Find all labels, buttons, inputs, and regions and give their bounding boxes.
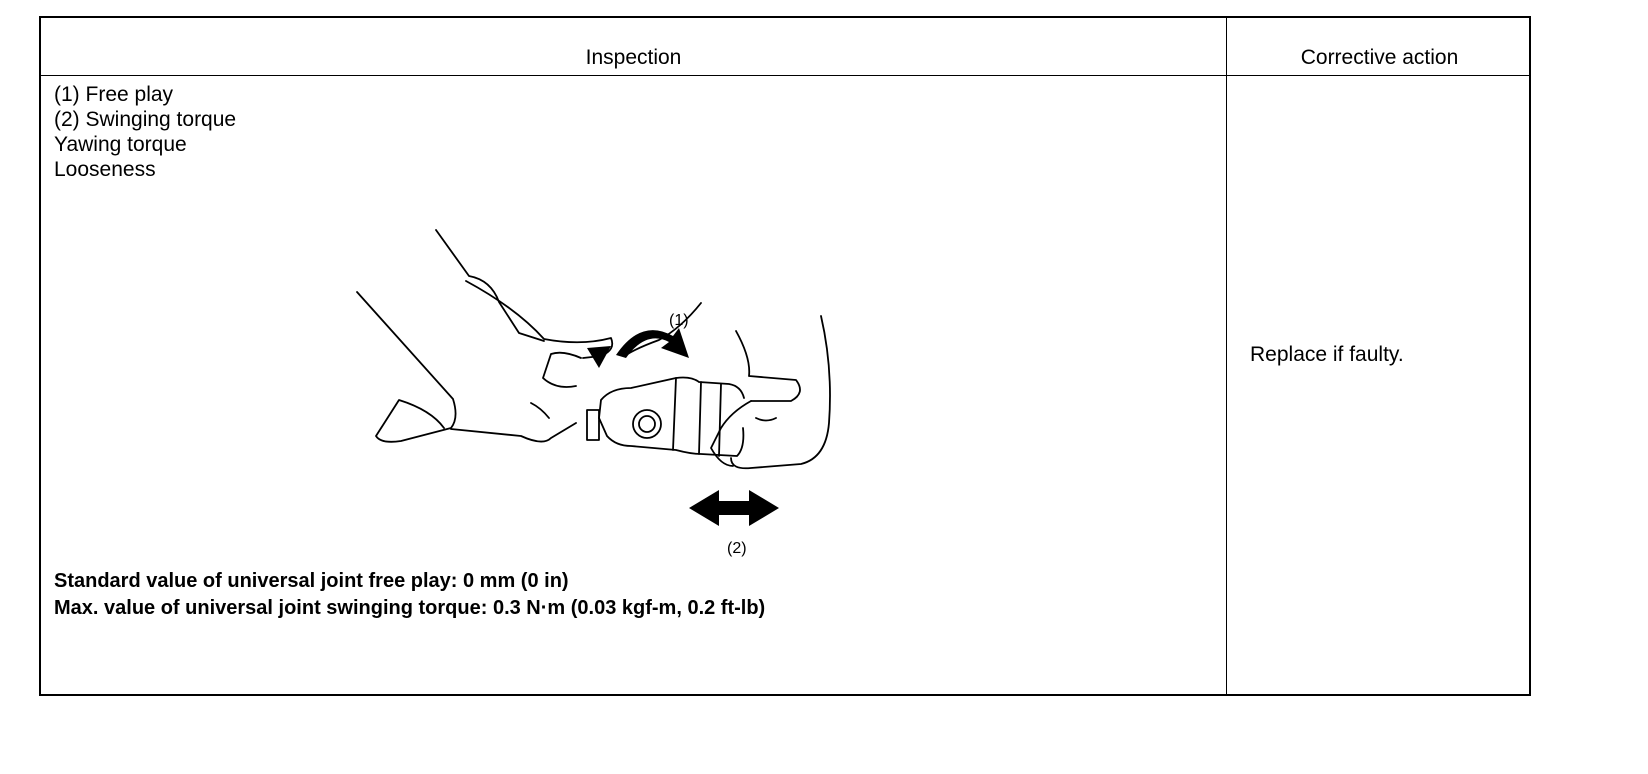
joint-pin-inner	[638, 415, 656, 433]
joint-seam-left	[672, 377, 677, 451]
joint-pin-outer	[632, 409, 662, 439]
specification-block: Standard value of universal joint free p…	[54, 568, 765, 622]
left-finger-outline	[542, 351, 582, 388]
item-swinging-torque: (2) Swinging torque	[54, 108, 237, 131]
joint-bottom-outline	[598, 417, 745, 457]
right-sleeve-outline	[730, 315, 831, 470]
inspection-table: Inspection Corrective action (1) Free pl…	[39, 16, 1531, 696]
swinging-torque-arrow	[689, 490, 779, 526]
joint-seam-right	[698, 381, 702, 455]
item-yawing-torque: Yawing torque	[54, 133, 187, 156]
universal-joint-illustration: (1) (2)	[281, 218, 881, 578]
right-knuckle-line	[755, 417, 777, 422]
right-hand-upper-outline	[625, 302, 702, 356]
joint-seam-outer	[718, 383, 722, 457]
table-header-row	[41, 18, 1529, 76]
left-palm-outline	[450, 422, 577, 443]
item-looseness: Looseness	[54, 158, 156, 181]
spec-free-play: Standard value of universal joint free p…	[54, 570, 569, 592]
left-hand-thumb-outline	[465, 280, 614, 359]
free-play-arrow-head-left	[587, 346, 611, 368]
right-thumb-outline	[735, 330, 801, 402]
item-free-play: (1) Free play	[54, 83, 174, 106]
figure-label-2: (2)	[727, 540, 747, 557]
left-knuckle-line	[530, 402, 550, 419]
header-corrective-action: Corrective action	[1300, 46, 1459, 69]
left-sleeve-outline	[435, 229, 545, 342]
figure-label-1: (1)	[669, 312, 689, 329]
inspection-item-list: (1) Free play (2) Swinging torque Yawing…	[54, 82, 236, 182]
joint-shaft-end	[586, 409, 600, 441]
spec-swinging-torque: Max. value of universal joint swinging t…	[54, 597, 766, 619]
column-divider	[1226, 18, 1227, 694]
right-fingers-outline	[710, 400, 752, 467]
left-hand-lower-outline	[356, 291, 457, 443]
header-inspection: Inspection	[585, 46, 682, 69]
joint-top-outline	[598, 376, 745, 419]
corrective-action-text: Replace if faulty.	[1250, 343, 1404, 366]
free-play-arrow	[616, 328, 689, 358]
